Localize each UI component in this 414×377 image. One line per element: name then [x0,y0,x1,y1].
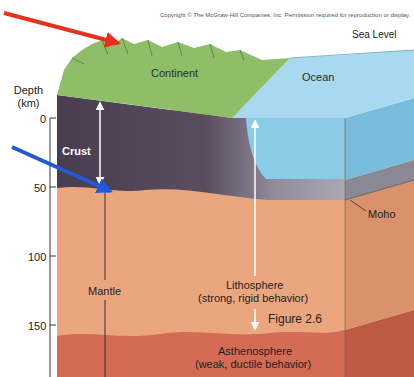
blue-pointer-arrow [12,147,110,191]
asthenosphere-side [345,310,414,377]
axis-title-box: Depth (km) [12,84,45,109]
lithosphere-arrow-bottom [254,309,256,329]
mountain-ridges [72,38,244,64]
continent-surface [57,38,290,118]
layer-label-box: Mantle [88,281,121,299]
axis-title: Depth (km) [12,84,45,109]
depth-tick-label: 100 [28,251,46,264]
sea-level-label: Sea Level [352,29,396,41]
layer-label: Mantle [88,285,121,298]
region-label-box: Ocean [302,67,334,85]
depth-tick-label: 0 [40,113,46,126]
sea-level-label-box: Sea Level [352,24,396,42]
crust-thickness-arrow [99,103,101,184]
lithosphere-arrow-top [254,121,256,276]
layer-label-box: Asthenosphere (weak, ductile behavior) [195,345,315,370]
mantle-line-bottom [105,300,106,377]
asthenosphere-front [57,330,345,377]
copyright-notice: Copyright © The McGraw-Hill Companies, I… [160,12,410,19]
block-edge [345,118,346,377]
depth-axis [50,118,51,377]
depth-tick-label-box: 50 [34,178,46,196]
depth-tick-label-box: 0 [40,109,46,127]
moho-line [345,180,414,200]
depth-tick-label: 150 [28,320,46,333]
depth-tick-label-box: 150 [28,316,46,334]
oceanic-crust-front [262,179,345,200]
region-label: Continent [151,67,198,80]
figure-number-box: Figure 2.6 [268,309,322,327]
region-label-box: Continent [151,63,198,81]
depth-tick-label: 50 [34,182,46,195]
layer-label-box: Crust [62,141,91,159]
lithosphere-side [345,180,414,330]
red-pointer-arrow [4,13,118,43]
figure-number: Figure 2.6 [268,313,322,327]
mantle-line-top [105,192,106,280]
depth-tick-label-box: 100 [28,247,46,265]
region-label: Ocean [302,71,334,84]
layer-label: Lithosphere (strong, rigid behavior) [198,279,312,304]
copyright-notice-box: Copyright © The McGraw-Hill Companies, I… [160,3,410,21]
sea-level-edge [290,50,414,58]
axis-ticks [50,118,56,325]
boundary-label-box: Moho [368,204,396,222]
boundary-label: Moho [368,208,396,221]
layer-label: Crust [62,145,91,158]
moho-leader [350,200,366,211]
layer-label-box: Lithosphere (strong, rigid behavior) [198,279,312,304]
layer-label: Asthenosphere (weak, ductile behavior) [195,345,315,370]
